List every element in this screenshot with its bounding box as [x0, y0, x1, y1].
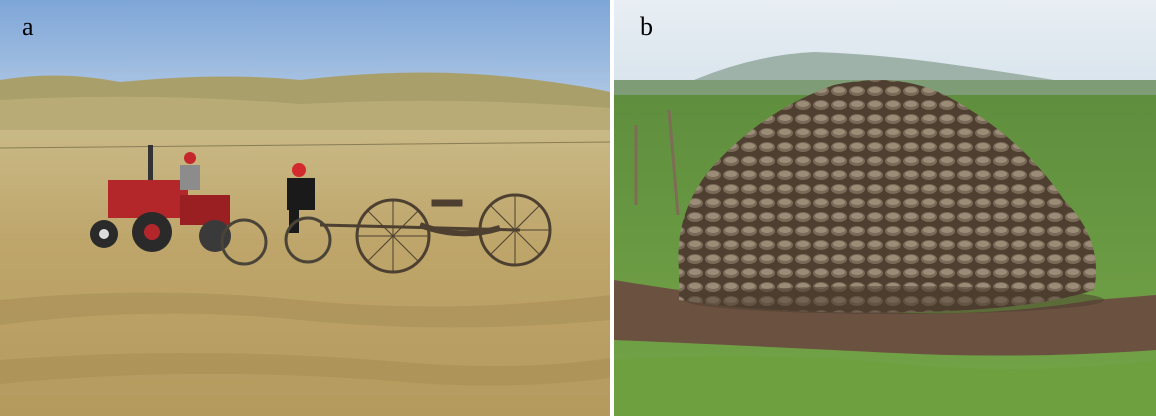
- tractor-hayrake-photo: [0, 0, 610, 416]
- driver-2: [287, 163, 315, 233]
- photo-panel-b: b: [614, 0, 1156, 416]
- dried-dung-pile: [678, 80, 1096, 313]
- driver-1: [180, 152, 200, 190]
- implement-wheel-2: [284, 216, 332, 264]
- hay-windrow: [0, 292, 610, 328]
- hay-windrow-2: [0, 352, 610, 386]
- panel-label-a: a: [22, 12, 34, 41]
- bare-soil: [614, 280, 1156, 356]
- photo-panel-a: a: [0, 0, 610, 416]
- fence-line: [0, 141, 610, 149]
- panel-label-b: b: [640, 12, 653, 41]
- hay-rake: [319, 193, 552, 274]
- dung-pile-photo: [614, 0, 1156, 416]
- pile-base-shadow: [684, 286, 1104, 314]
- tractor: [90, 145, 231, 252]
- foreground-grass: [614, 356, 1156, 416]
- fence-post-2: [667, 109, 680, 216]
- implement-wheel-1: [220, 218, 268, 266]
